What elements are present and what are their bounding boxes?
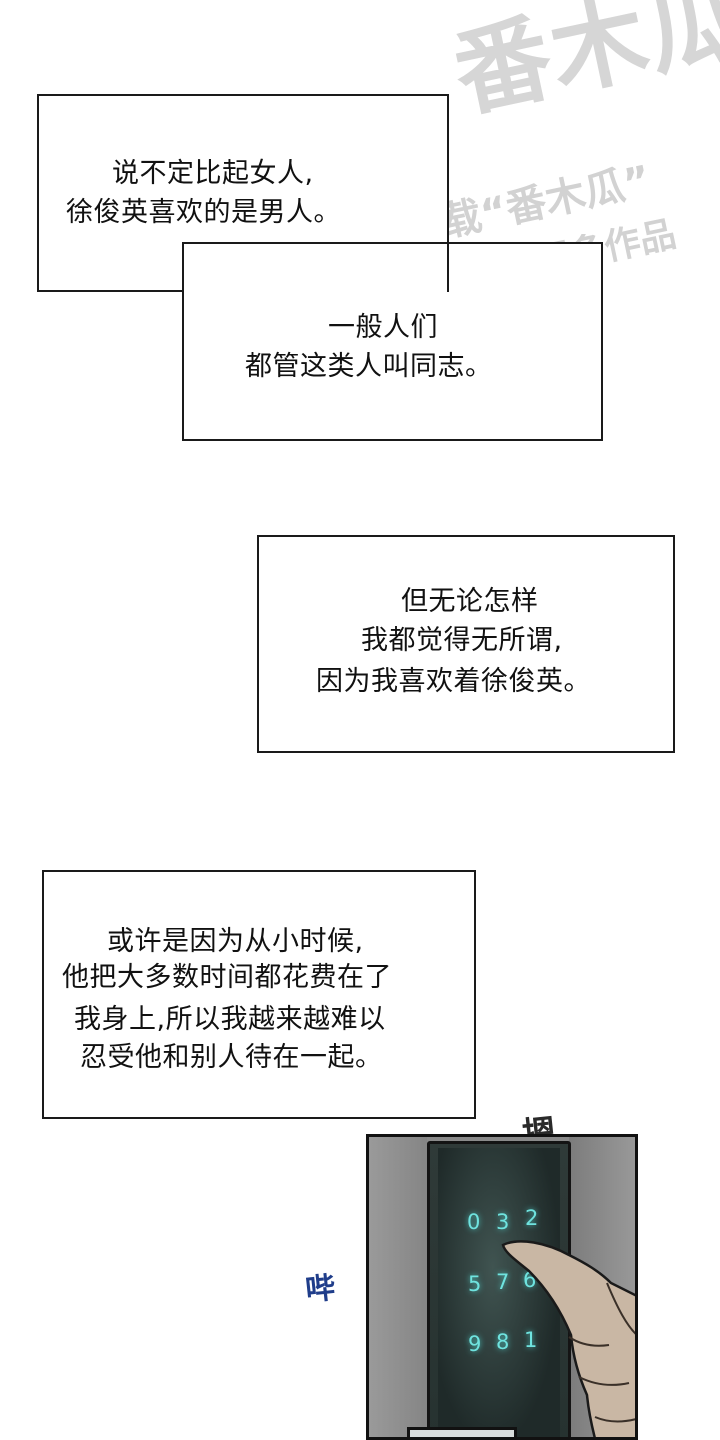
pressing-hand-icon: [501, 1240, 635, 1437]
keypad-key[interactable]: 0: [467, 1210, 481, 1234]
caption-4-line-3: 我身上,所以我越来越难以: [74, 1004, 386, 1035]
keypad-key[interactable]: 7: [496, 1270, 510, 1294]
watermark-brand: 番木瓜: [444, 0, 720, 132]
caption-4-line-2: 他把大多数时间都花费在了: [62, 962, 392, 993]
wall-strip-left: [369, 1137, 427, 1437]
caption-box-4: [42, 870, 476, 1119]
door-lock-panel: 0 3 2 5 7 6 9 8 1: [366, 1134, 638, 1440]
caption-3-line-2: 我都觉得无所谓,: [361, 625, 563, 656]
keypad-key[interactable]: 2: [525, 1206, 539, 1230]
caption-1-line-2: 徐俊英喜欢的是男人。: [66, 197, 341, 228]
caption-overlap-edge-top: [447, 242, 603, 244]
caption-4-line-1: 或许是因为从小时候,: [107, 926, 364, 957]
keypad-key[interactable]: 1: [524, 1328, 538, 1352]
caption-3-line-3: 因为我喜欢着徐俊英。: [316, 666, 591, 697]
keypad-key[interactable]: 8: [496, 1330, 510, 1354]
card-slot: [407, 1427, 517, 1437]
caption-4-line-4: 忍受他和别人待在一起。: [80, 1042, 383, 1073]
keypad-key[interactable]: 5: [468, 1272, 482, 1296]
caption-box-3: [257, 535, 675, 753]
caption-2-line-1: 一般人们: [328, 312, 438, 343]
caption-3-line-1: 但无论怎样: [401, 586, 539, 617]
caption-1-line-1: 说不定比起女人,: [112, 158, 314, 189]
sfx-beep-left: 哔: [303, 1270, 338, 1309]
caption-2-line-2: 都管这类人叫同志。: [245, 351, 493, 382]
keypad-lock: 0 3 2 5 7 6 9 8 1: [427, 1141, 571, 1437]
keypad-screen: [438, 1148, 560, 1437]
keypad-key[interactable]: 3: [496, 1210, 510, 1234]
caption-overlap-edge: [447, 242, 449, 292]
keypad-key[interactable]: 9: [468, 1332, 482, 1356]
caption-overlap-cover: [184, 244, 447, 290]
